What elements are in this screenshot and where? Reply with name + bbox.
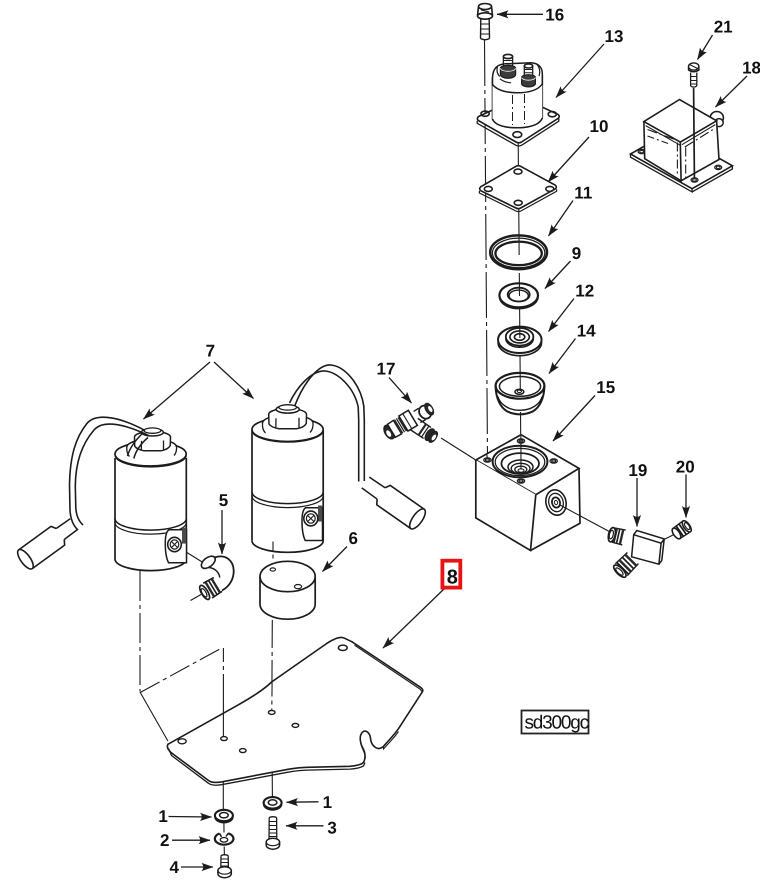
svg-text:16: 16 [545, 6, 564, 25]
svg-text:sd300gc: sd300gc [525, 713, 589, 734]
svg-text:1: 1 [323, 793, 332, 812]
svg-text:11: 11 [574, 183, 592, 202]
svg-text:5: 5 [219, 491, 228, 510]
svg-text:18: 18 [742, 58, 760, 77]
svg-text:15: 15 [596, 378, 615, 397]
svg-text:20: 20 [676, 458, 695, 477]
svg-text:8: 8 [447, 567, 458, 589]
svg-text:7: 7 [206, 342, 215, 361]
svg-text:13: 13 [605, 27, 624, 46]
svg-text:19: 19 [628, 461, 647, 480]
svg-text:2: 2 [160, 831, 169, 850]
svg-text:1: 1 [158, 807, 167, 826]
svg-text:12: 12 [575, 281, 594, 300]
svg-text:17: 17 [377, 360, 396, 379]
svg-text:6: 6 [349, 529, 358, 548]
svg-text:14: 14 [577, 322, 596, 341]
svg-text:10: 10 [590, 117, 609, 136]
svg-text:9: 9 [572, 244, 581, 263]
svg-text:21: 21 [714, 17, 733, 36]
svg-text:4: 4 [170, 858, 180, 877]
svg-text:3: 3 [327, 819, 336, 838]
